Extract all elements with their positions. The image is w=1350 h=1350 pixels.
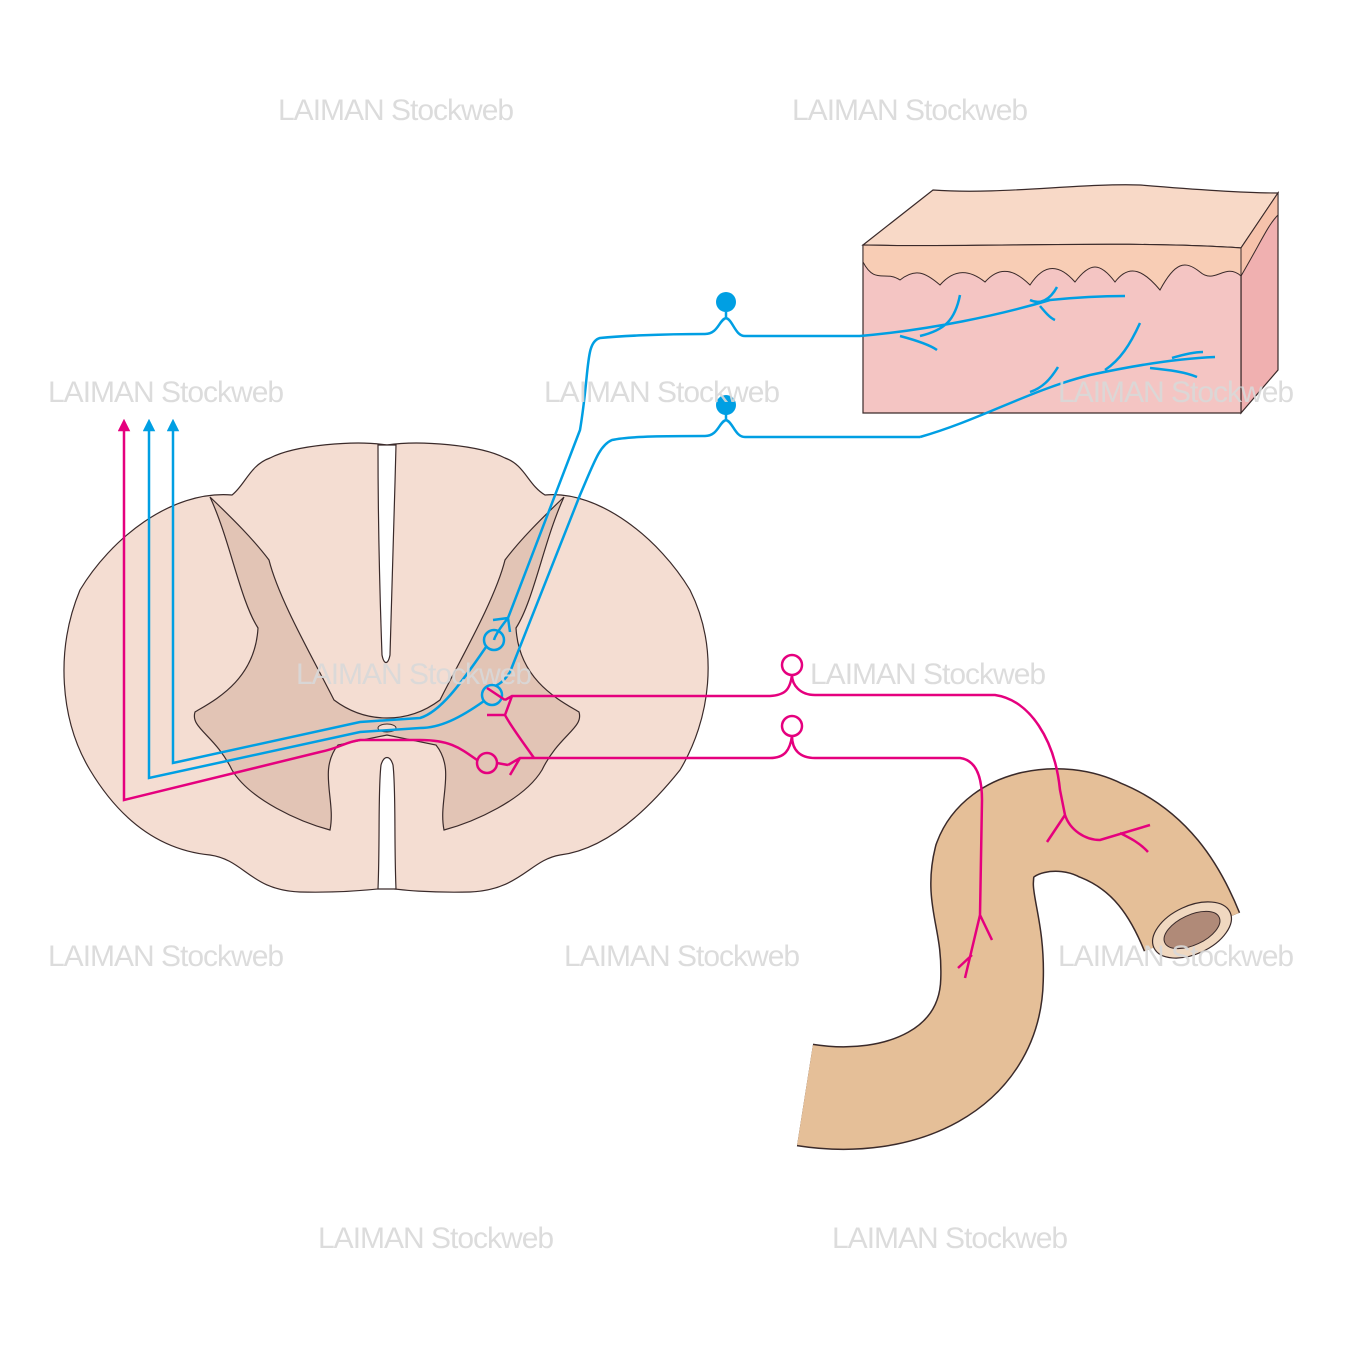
watermark: LAIMAN Stockweb bbox=[48, 940, 283, 973]
watermark: LAIMAN Stockweb bbox=[1058, 376, 1293, 409]
ascending-tract-magenta bbox=[117, 418, 478, 802]
visceral-ganglion-cell-lower bbox=[780, 714, 804, 738]
watermarks: LAIMAN Stockweb LAIMAN Stockweb LAIMAN S… bbox=[48, 94, 1294, 1255]
skin-nerve-branches bbox=[859, 286, 1126, 352]
watermark: LAIMAN Stockweb bbox=[832, 1222, 1067, 1255]
somatic-afferent-lower bbox=[494, 418, 920, 688]
skin-top-face bbox=[861, 184, 1280, 249]
watermark: LAIMAN Stockweb bbox=[792, 94, 1027, 127]
skin-epidermis bbox=[862, 243, 1242, 291]
somatic-ganglion-cell-lower bbox=[716, 395, 736, 415]
dorsal-horn-neuron-1 bbox=[482, 628, 506, 652]
visceral-afferent-upper bbox=[486, 674, 1151, 853]
skin-side-epidermis bbox=[1240, 191, 1279, 278]
posterior-median-septum bbox=[377, 444, 397, 664]
somatic-afferent-upper bbox=[492, 316, 860, 641]
somatic-ganglion-cell-upper bbox=[716, 292, 736, 312]
anterior-median-fissure bbox=[377, 756, 397, 890]
ascending-tract-blue-2 bbox=[142, 418, 485, 780]
ascending-tract-blue-1 bbox=[166, 418, 488, 765]
intestine-lumen bbox=[1163, 910, 1221, 950]
watermark: LAIMAN Stockweb bbox=[544, 376, 779, 409]
watermark: LAIMAN Stockweb bbox=[296, 658, 531, 691]
watermark: LAIMAN Stockweb bbox=[564, 940, 799, 973]
watermark: LAIMAN Stockweb bbox=[278, 94, 513, 127]
watermark: LAIMAN Stockweb bbox=[48, 376, 283, 409]
skin-nerve-branches-lower bbox=[919, 322, 1216, 439]
intestine bbox=[796, 768, 1241, 1151]
visceral-afferent-pathways bbox=[117, 418, 1151, 979]
visceral-afferent-lower bbox=[496, 735, 994, 979]
skin-block bbox=[861, 184, 1280, 415]
dorsal-horn-neuron-2 bbox=[480, 683, 504, 707]
watermark: LAIMAN Stockweb bbox=[810, 658, 1045, 691]
ventral-horn-neuron bbox=[475, 751, 499, 775]
watermark: LAIMAN Stockweb bbox=[1058, 940, 1293, 973]
watermark: LAIMAN Stockweb bbox=[318, 1222, 553, 1255]
somatic-afferent-pathways bbox=[142, 286, 1216, 780]
visceral-ganglion-cell-upper bbox=[780, 653, 804, 677]
